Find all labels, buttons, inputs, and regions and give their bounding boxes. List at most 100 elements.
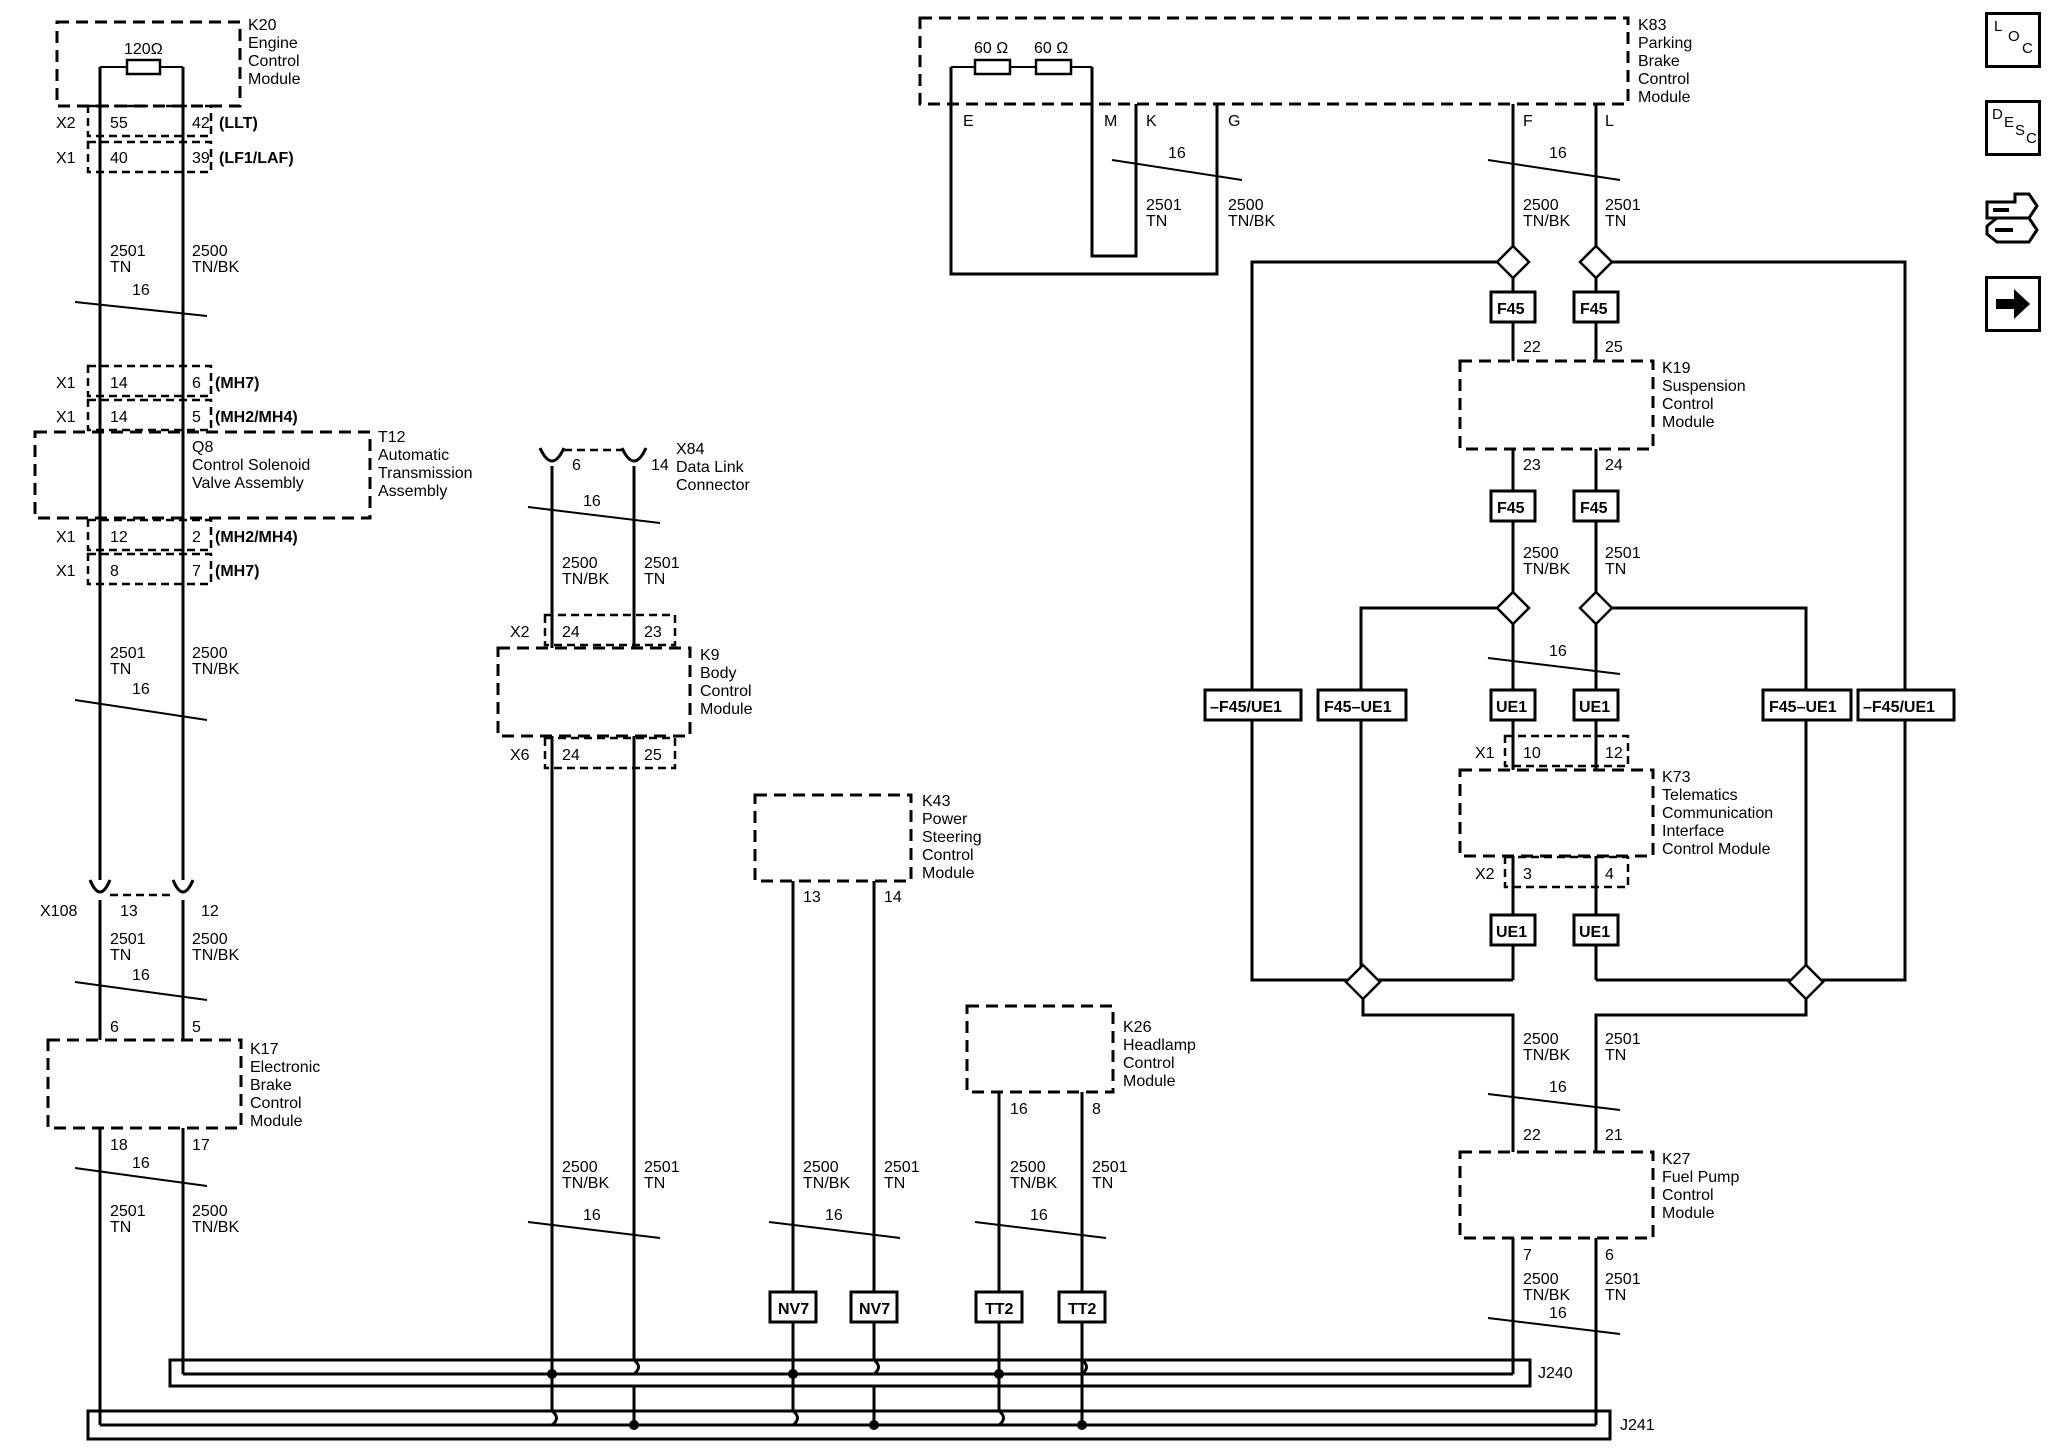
k20-name-line2: Control: [248, 53, 300, 70]
desc-letter-s: S: [2015, 122, 2026, 139]
k20-engine-control-module[interactable]: 120Ω K20 Engine Control Module: [55, 17, 301, 108]
k17-electronic-brake-control-module[interactable]: K17 Electronic Brake Control Module: [46, 1038, 320, 1130]
wires-k17-splice[interactable]: 18 17 16 2501 TN 2500 TN/BK: [74, 1128, 239, 1425]
option-ue1-b: UE1: [1579, 699, 1610, 716]
wire-color-tn: TN: [110, 661, 131, 678]
wires-k26[interactable]: 16 8 2500 TN/BK 2501 TN 16 TT2 TT2: [974, 1092, 1128, 1425]
location-button[interactable]: L O C: [1985, 12, 2041, 68]
bypass-circuits[interactable]: –F45/UE1 F45–UE1 F45–UE1 –F45/UE1: [1203, 260, 1956, 982]
k83-pin-f: F: [1523, 113, 1533, 130]
k73-pin-10: 10: [1523, 745, 1541, 762]
t12-pin-8: 8: [110, 563, 119, 580]
k20-ref: K20: [248, 17, 277, 34]
wire-color-tn-bk: TN/BK: [192, 947, 239, 964]
twist-rate-label: 16: [1549, 145, 1567, 162]
k83-termination-loop[interactable]: 16 2501 TN 2500 TN/BK: [949, 104, 1275, 276]
navigation-sidebar: L O C D E S C: [1985, 12, 2047, 364]
wires-x84-k9[interactable]: 16 2500 TN/BK 2501 TN: [527, 466, 680, 615]
k27-name-line1: Fuel Pump: [1662, 1169, 1739, 1186]
k9-body-control-module[interactable]: K9 Body Control Module: [496, 615, 753, 738]
wire-circuit-2501: 2501: [644, 1159, 680, 1176]
loc-letter-c: C: [2022, 40, 2033, 57]
t12-option-mh7-b: (MH7): [215, 563, 259, 580]
x84-data-link-connector[interactable]: 6 14 X84 Data Link Connector: [538, 441, 750, 494]
t12-conn-x1-label-4: X1: [56, 563, 76, 580]
wire-circuit-2500: 2500: [192, 931, 228, 948]
wires-k83-k19[interactable]: 16 2500 TN/BK 2501 TN F45 F45 22 25: [1487, 104, 1641, 361]
t12-ref: T12: [378, 429, 406, 446]
k43-name-line3: Control: [922, 847, 974, 864]
k9-name-line3: Module: [700, 701, 753, 718]
next-page-button[interactable]: [1985, 276, 2041, 332]
wire-circuit-2500: 2500: [562, 555, 598, 572]
wire-color-tn-bk: TN/BK: [1228, 213, 1275, 230]
t12-conn-x1-label-3: X1: [56, 529, 76, 546]
t12-option-mh7: (MH7): [215, 375, 259, 392]
wires-k43[interactable]: 13 14 2500 TN/BK 2501 TN 16 NV7 NV7: [768, 881, 920, 1374]
j240-label: J240: [1538, 1365, 1573, 1382]
wire-circuit-2500: 2500: [1523, 1271, 1559, 1288]
k9-pin-23: 23: [644, 624, 662, 641]
j241-splice-pack[interactable]: J241: [86, 1374, 1655, 1441]
wire-circuit-2500: 2500: [803, 1159, 839, 1176]
connector-end-view-icon[interactable]: [1985, 188, 2041, 248]
x108-inline-connector: X108 13 12: [40, 879, 219, 920]
x108-label: X108: [40, 903, 77, 920]
k43-power-steering-control-module[interactable]: K43 Power Steering Control Module: [753, 793, 982, 883]
k9-conn-x2-label: X2: [510, 624, 530, 641]
wire-circuit-2501: 2501: [884, 1159, 920, 1176]
desc-letter-d: D: [1992, 106, 2003, 123]
k19-name-line1: Suspension: [1662, 378, 1746, 395]
k26-headlamp-control-module[interactable]: K26 Headlamp Control Module: [965, 1004, 1196, 1094]
option-nv7: NV7: [778, 1301, 809, 1318]
k17-name-line2: Brake: [250, 1077, 292, 1094]
k9-pin-24: 24: [562, 624, 580, 641]
k19-suspension-control-module[interactable]: K19 Suspension Control Module: [1458, 359, 1746, 451]
k73-telematics-communication-interface-control-module[interactable]: K73 Telematics Communication Interface C…: [1458, 768, 1773, 858]
k27-pin-21: 21: [1605, 1127, 1623, 1144]
k83-name-line1: Parking: [1638, 35, 1692, 52]
wire-circuit-2500: 2500: [1010, 1159, 1046, 1176]
wires-k9-splice[interactable]: 2500 TN/BK 2501 TN 16: [527, 736, 680, 1374]
wires-t12-k17[interactable]: 2501 TN 2500 TN/BK 16: [74, 518, 239, 880]
twist-rate-label: 16: [583, 493, 601, 510]
wire-color-tn: TN: [884, 1175, 905, 1192]
k17-name-line3: Control: [250, 1095, 302, 1112]
wires-k27-splice[interactable]: 7 6 2500 TN/BK 2501 TN 16: [1487, 1238, 1641, 1425]
option-not-f45-ue1: –F45/UE1: [1210, 699, 1282, 716]
twist-rate-label: 16: [132, 967, 150, 984]
j241-label: J241: [1620, 1417, 1655, 1434]
k26-pin-8: 8: [1092, 1101, 1101, 1118]
k83-pin-l: L: [1605, 113, 1614, 130]
k83-pin-g: G: [1228, 113, 1240, 130]
k20-connectors: X2 55 42 (LLT) X1 40 39 (LF1/LAF): [56, 104, 294, 174]
t12-pin-2: 2: [192, 529, 201, 546]
k17-pin-6: 6: [110, 1019, 119, 1036]
q8-name-line2: Valve Assembly: [192, 475, 304, 492]
wires-k73-out[interactable]: UE1 UE1: [1344, 856, 1825, 1152]
wire-circuit-2501: 2501: [110, 931, 146, 948]
k19-ref: K19: [1662, 360, 1691, 377]
twist-rate-label: 16: [1549, 1079, 1567, 1096]
k19-pin-25: 25: [1605, 339, 1623, 356]
k83-parking-brake-control-module[interactable]: 60 Ω 60 Ω K83 Parking Brake Control Modu…: [918, 16, 1692, 130]
loc-letter-o: O: [2008, 28, 2020, 45]
k19-pin-24: 24: [1605, 457, 1623, 474]
wire-circuit-2500: 2500: [1228, 197, 1264, 214]
wire-circuit-2500: 2500: [192, 243, 228, 260]
k43-pin-14: 14: [884, 889, 902, 906]
k73-name-line2: Communication: [1662, 805, 1773, 822]
wires-k27-in[interactable]: 2500 TN/BK 2501 TN 16 22 21: [1487, 1031, 1641, 1144]
twist-rate-label: 16: [1549, 1305, 1567, 1322]
wires-k20-t12[interactable]: 2501 TN 2500 TN/BK 16: [74, 106, 239, 432]
x108-pin-13: 13: [120, 903, 138, 920]
description-button[interactable]: D E S C: [1985, 100, 2041, 156]
twist-rate-label: 16: [132, 282, 150, 299]
j240-splice-pack[interactable]: J240: [168, 1358, 1573, 1388]
wires-k19-k73[interactable]: 23 24 F45 F45 2500 TN/BK 2501 TN 16 UE1 …: [1487, 449, 1641, 770]
wires-x108-k17[interactable]: 2501 TN 2500 TN/BK 16 6 5: [74, 900, 239, 1040]
t12-automatic-transmission-assembly[interactable]: Q8 Control Solenoid Valve Assembly T12 A…: [33, 429, 473, 520]
k27-fuel-pump-control-module[interactable]: K27 Fuel Pump Control Module: [1458, 1150, 1739, 1240]
k83-name-line2: Brake: [1638, 53, 1680, 70]
